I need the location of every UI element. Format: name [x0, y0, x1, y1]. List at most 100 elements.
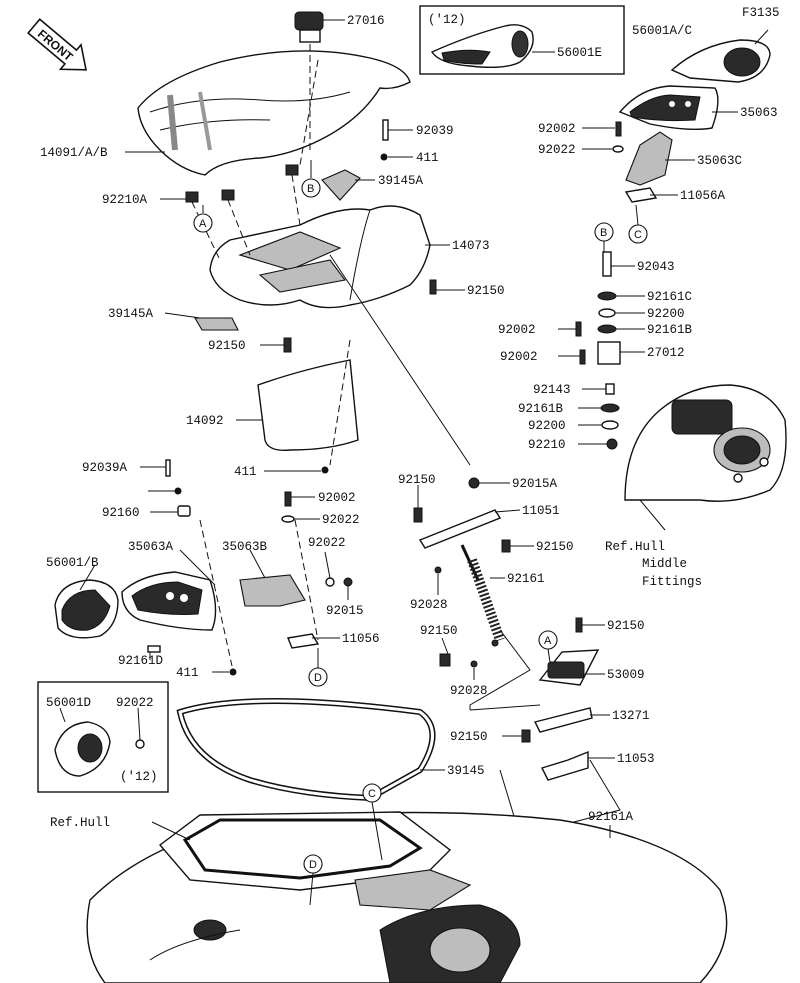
washer-92200-lower	[601, 420, 619, 430]
nut-92210	[606, 438, 618, 450]
label-part-47: 92150	[420, 624, 458, 638]
label-part-0: 27016	[347, 14, 385, 28]
callout-D-mid: D	[308, 648, 328, 687]
nut-92210A-c	[285, 164, 299, 176]
label-part-37: 35063A	[128, 540, 174, 554]
ref-hull-middle-line2: Middle	[642, 557, 687, 571]
label-part-13: 14073	[452, 239, 490, 253]
spacer-92160	[177, 505, 191, 517]
svg-text:B: B	[307, 183, 314, 195]
bolt-92150-e	[439, 653, 451, 667]
washer-92200	[598, 308, 616, 318]
label-part-32: 92015A	[512, 477, 558, 491]
callout-A-latch: A	[538, 630, 558, 663]
label-part-57: 11053	[617, 752, 655, 766]
bolt-92002-a	[575, 321, 582, 337]
washer-411-left	[174, 487, 182, 495]
part-labels: 27016 56001E 56001A/C 35063 14091/A/B 92…	[40, 14, 778, 830]
washer-92022-r	[612, 145, 624, 153]
label-part-55: 92150	[450, 730, 488, 744]
label-part-45: 92161D	[118, 654, 163, 668]
label-part-35: 92022	[322, 513, 360, 527]
bolt-92039A	[165, 459, 171, 477]
label-part-49: 92150	[607, 619, 645, 633]
ref-hull-bottom: Ref.Hull	[50, 816, 110, 830]
bolt-92039	[382, 119, 389, 141]
label-part-39: 92022	[308, 536, 346, 550]
nut-92028-a	[434, 566, 442, 574]
label-part-12: 11056A	[680, 189, 726, 203]
label-part-38: 35063B	[222, 540, 268, 554]
label-part-21: 92150	[208, 339, 246, 353]
label-part-27: 92200	[528, 419, 566, 433]
svg-text:A: A	[544, 635, 552, 647]
label-part-24: 92143	[533, 383, 571, 397]
label-part-43: 92161	[507, 572, 545, 586]
label-part-23: 27012	[647, 346, 685, 360]
washer-92022-l2	[325, 577, 335, 587]
bracket-35063C	[625, 131, 673, 186]
label-part-51: 92022	[116, 696, 154, 710]
inset-left-year: ('12)	[120, 770, 158, 784]
label-part-7: 92002	[538, 122, 576, 136]
bracket-35063B	[239, 574, 306, 607]
pin-92043	[602, 251, 612, 277]
label-part-44: 92028	[410, 598, 448, 612]
callout-A-top: A	[193, 205, 213, 233]
callout-C-hull: C	[362, 783, 383, 861]
svg-text:D: D	[314, 672, 322, 684]
plate-11056	[287, 633, 320, 649]
cover-14092	[257, 359, 359, 451]
inset-top-year: ('12)	[428, 13, 466, 27]
callout-B-right: B	[594, 222, 614, 252]
label-part-18: 39145A	[108, 307, 154, 321]
pad-39145A-upper	[321, 169, 361, 201]
bolt-92150-b	[283, 337, 292, 353]
label-part-1: 56001E	[557, 46, 602, 60]
washer-92161B-lower	[600, 403, 620, 413]
label-part-20: 92161B	[647, 323, 693, 337]
label-part-28: 92210	[528, 438, 566, 452]
callout-D-hull: D	[303, 854, 323, 906]
label-part-3: 35063	[740, 106, 778, 120]
label-part-5: 92039	[416, 124, 454, 138]
ref-hull-middle-line1: Ref.Hull	[605, 540, 665, 554]
gas-spring-92161	[460, 544, 505, 642]
ref-hull-middle-line3: Fittings	[642, 575, 702, 589]
svg-text:D: D	[309, 859, 317, 871]
bolt-92150-d	[501, 539, 511, 553]
label-part-22: 92002	[500, 350, 538, 364]
svg-text:A: A	[199, 218, 207, 230]
svg-text:C: C	[634, 229, 642, 241]
label-part-36: 11051	[522, 504, 560, 518]
spacer-92143	[605, 383, 615, 395]
inset-2012-top	[419, 5, 625, 75]
label-part-54: 13271	[612, 709, 650, 723]
bolt-92002-b	[579, 349, 586, 365]
callout-C-top: C	[628, 204, 648, 244]
label-part-8: 92022	[538, 143, 576, 157]
label-part-33: 92002	[318, 491, 356, 505]
label-part-9: 35063C	[697, 154, 742, 168]
nut-92210A-b	[221, 189, 235, 201]
washer-92161C	[597, 291, 617, 301]
label-part-19: 92002	[498, 323, 536, 337]
label-part-48: 411	[176, 666, 199, 680]
front-arrow-icon: FRONT	[27, 18, 88, 71]
label-part-14: 92043	[637, 260, 675, 274]
label-part-17: 92200	[647, 307, 685, 321]
label-part-52: 53009	[607, 668, 645, 682]
washer-92022-l	[281, 515, 295, 523]
washer-411-low	[229, 668, 237, 676]
label-part-6: 411	[416, 151, 439, 165]
label-part-58: 92161A	[588, 810, 634, 824]
washer-92161B	[597, 324, 617, 334]
label-part-11: 39145A	[378, 174, 424, 188]
nut-92210A-a	[185, 191, 199, 203]
label-part-56: 39145	[447, 764, 485, 778]
bolt-92002-l	[284, 491, 292, 507]
label-part-53: 92028	[450, 684, 488, 698]
cap-27016	[294, 11, 324, 43]
label-part-34: 92160	[102, 506, 140, 520]
